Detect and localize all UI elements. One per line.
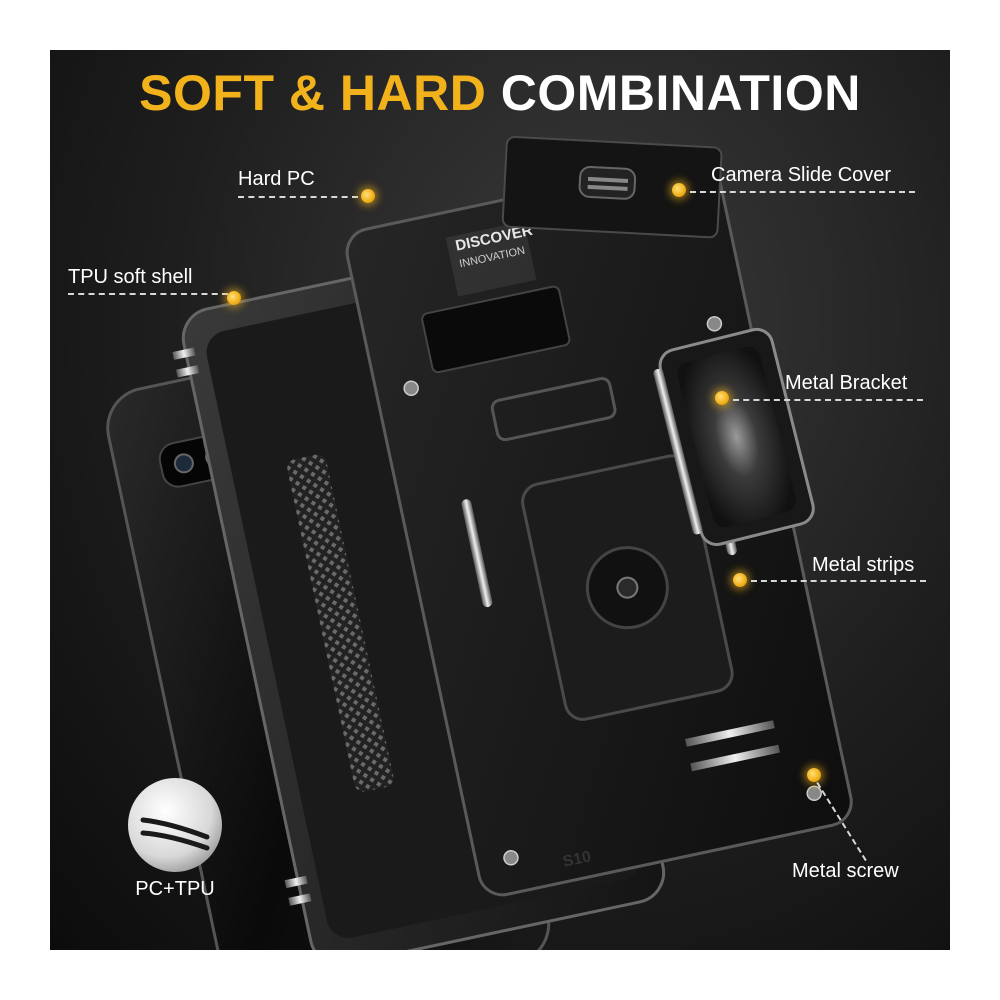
- callout-line: [733, 399, 923, 401]
- callout-line: [238, 196, 358, 198]
- product-infographic: DISCOVER INNOVATION S10: [50, 50, 950, 950]
- callout-metal-screw: Metal screw: [792, 860, 899, 882]
- callout-hard-pc: Hard PC: [238, 168, 315, 190]
- headline-accent: SOFT & HARD: [139, 65, 487, 121]
- headline-plain: COMBINATION: [500, 65, 861, 121]
- screw-icon: [706, 316, 723, 332]
- headline: SOFT & HARD COMBINATION: [50, 64, 950, 122]
- camera-lens-icon: [173, 453, 194, 474]
- callout-line: [690, 191, 915, 193]
- callout-dot-icon: [672, 183, 686, 197]
- callout-camera-slide-cover: Camera Slide Cover: [711, 164, 892, 186]
- callout-dot-icon: [361, 189, 375, 203]
- screw-icon: [403, 380, 419, 396]
- layered-curve-icon: [128, 778, 222, 872]
- camera-slide-cover: [501, 135, 723, 239]
- hard-pc-frame: DISCOVER INNOVATION S10: [345, 158, 853, 897]
- screw-icon: [503, 849, 519, 866]
- metal-bracket: [653, 327, 815, 546]
- callout-metal-strips: Metal strips: [812, 554, 915, 576]
- callout-dot-icon: [807, 768, 821, 782]
- callout-line: [68, 293, 228, 295]
- callout-line: [751, 580, 926, 582]
- callout-tpu-soft-shell: TPU soft shell: [68, 266, 193, 288]
- callout-dot-icon: [715, 391, 729, 405]
- callout-dot-icon: [733, 573, 747, 587]
- screw-icon: [806, 785, 822, 802]
- callout-metal-bracket: Metal Bracket: [785, 372, 908, 394]
- callout-dot-icon: [227, 291, 241, 305]
- case-print-model: S10: [561, 848, 592, 871]
- badge-label: PC+TPU: [135, 878, 215, 900]
- phone-case-illustration: DISCOVER INNOVATION S10: [106, 135, 853, 950]
